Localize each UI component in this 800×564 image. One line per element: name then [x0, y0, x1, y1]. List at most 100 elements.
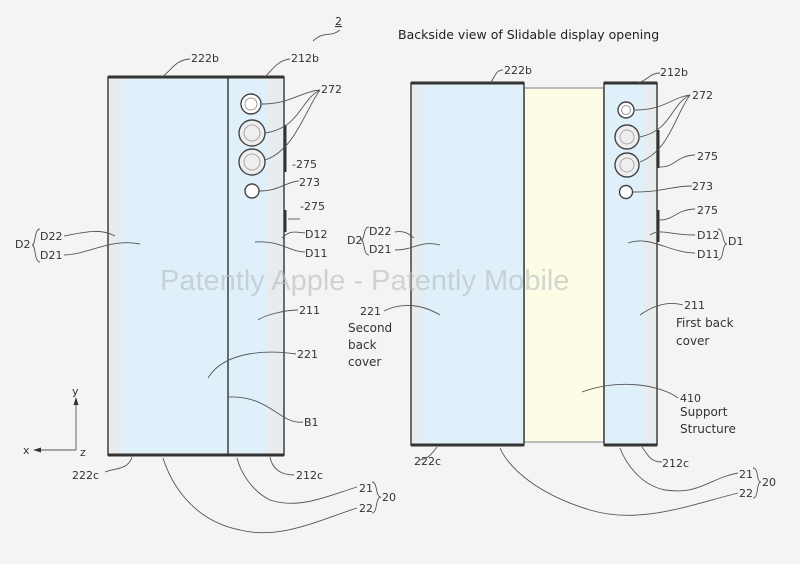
label-21: 21: [359, 482, 373, 495]
label-support: Support: [680, 405, 728, 419]
label-212c: 212c: [662, 457, 689, 470]
leader: [261, 89, 321, 161]
x-arrow-icon: [33, 447, 41, 453]
leader: [254, 231, 306, 253]
axis-z-label: z: [80, 446, 86, 459]
leader: [658, 154, 696, 168]
leader: [581, 383, 679, 399]
label-d22: D22: [369, 225, 391, 238]
label-221: 221: [297, 348, 318, 361]
leader: [104, 456, 133, 473]
leader: [619, 447, 739, 492]
brace: [371, 481, 382, 514]
label-273: 273: [299, 176, 320, 189]
leader: [658, 208, 696, 221]
lens-ring: [244, 97, 258, 111]
label-272: 272: [692, 89, 713, 102]
support-structure: [523, 87, 605, 443]
brace: [717, 228, 728, 261]
leader: [489, 69, 504, 84]
label-211: 211: [684, 299, 705, 312]
label-275: -275: [292, 158, 317, 171]
leader: [632, 185, 693, 193]
label-275: 275: [697, 204, 718, 217]
watermark: Patently Apple - Patently Mobile: [160, 265, 569, 297]
leader: [394, 231, 441, 251]
leader: [639, 303, 684, 316]
leader: [419, 446, 438, 461]
camera-lens-icon: [617, 101, 635, 119]
label-back: back: [348, 338, 377, 352]
label-222c: 222c: [414, 455, 441, 468]
leader: [161, 58, 191, 78]
leader: [257, 309, 299, 321]
label-22: 22: [739, 487, 753, 500]
leader: [264, 58, 291, 78]
label-first-back: First back: [676, 316, 734, 330]
figure-title: Backside view of Slidable display openin…: [398, 27, 659, 42]
camera-lens-icon: [240, 93, 262, 115]
camera-lens-icon: [238, 148, 266, 176]
leader: [236, 457, 358, 504]
label-b1: B1: [304, 416, 319, 429]
leader: [627, 231, 696, 254]
second-back-cover: [422, 85, 524, 443]
label-272: 272: [321, 83, 342, 96]
label-d22: D22: [40, 230, 62, 243]
camera-lens-icon: [614, 152, 640, 178]
label-21: 21: [739, 468, 753, 481]
label-structure: Structure: [680, 422, 736, 436]
lens-ring: [243, 124, 261, 142]
label-d2: D2: [347, 234, 362, 247]
figure-ref-label: 2: [335, 15, 342, 28]
leader: [207, 351, 297, 379]
axis-x-label: x: [23, 444, 30, 457]
flash-icon: [244, 183, 260, 199]
label-410: 410: [680, 392, 701, 405]
label-d12: D12: [697, 229, 719, 242]
open-device-view: 222b 212b 272 275 273 275 D12 D11 D1 D2 …: [347, 64, 776, 516]
label-273: 273: [692, 180, 713, 193]
label-d12: D12: [305, 228, 327, 241]
label-d11: D11: [305, 247, 327, 260]
label-275: -275: [300, 200, 325, 213]
leader: [63, 230, 141, 256]
label-d2: D2: [15, 238, 30, 251]
leader: [227, 396, 304, 423]
label-d11: D11: [697, 248, 719, 261]
label-212c: 212c: [296, 469, 323, 482]
closed-device-view: y x z 2 222b 212b 272 -275 273 -275 D12 …: [15, 15, 396, 534]
brace: [360, 226, 370, 256]
label-211: 211: [299, 304, 320, 317]
leader: [269, 456, 295, 476]
label-275: 275: [697, 150, 718, 163]
label-212b: 212b: [291, 52, 319, 65]
camera-module: [614, 101, 640, 200]
leader: [312, 29, 341, 42]
flash-icon: [618, 184, 634, 200]
second-back-cover: [122, 79, 228, 453]
lens-ring: [619, 129, 635, 145]
brace: [31, 228, 41, 263]
label-20: 20: [762, 476, 776, 489]
leader: [634, 94, 691, 163]
label-212b: 212b: [660, 66, 688, 79]
leader: [162, 457, 358, 534]
camera-lens-icon: [238, 119, 266, 147]
label-d21: D21: [369, 243, 391, 256]
leader: [383, 305, 441, 316]
y-arrow-icon: [73, 397, 79, 405]
label-20: 20: [382, 491, 396, 504]
lens-ring: [243, 153, 261, 171]
label-d1: D1: [728, 235, 743, 248]
label-22: 22: [359, 502, 373, 515]
label-222b: 222b: [504, 64, 532, 77]
label-222b: 222b: [191, 52, 219, 65]
brace: [752, 467, 762, 499]
label-222c: 222c: [72, 469, 99, 482]
axis-y-label: y: [72, 385, 79, 398]
label-cover: cover: [348, 355, 381, 369]
leader: [637, 72, 661, 84]
